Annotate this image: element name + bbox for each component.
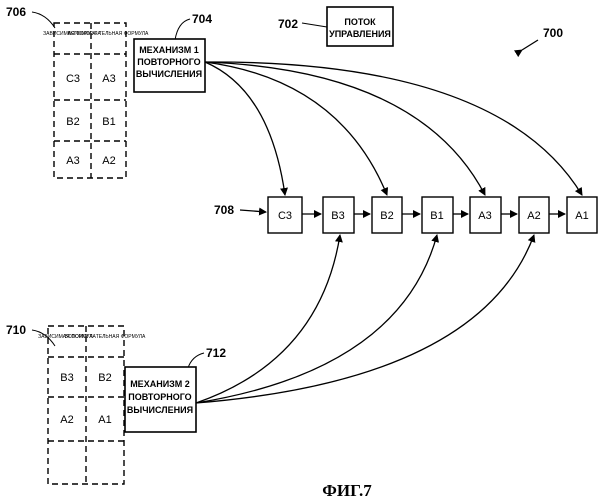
figure-ref-label: 700 [543,26,563,40]
engine2-arrows [196,235,534,403]
chain-node-label: B1 [430,210,443,222]
chain-ref: 708 [214,203,234,217]
control-flow-leader [302,23,327,27]
chain-ref-arrow [240,210,266,212]
engine2-ref: 712 [206,346,226,360]
chain-node-label: B2 [380,210,393,222]
table2-cell-r2c2: A1 [98,414,111,426]
chain-node-a1: A1 [567,197,597,233]
engine1-ref: 704 [192,12,212,26]
engine1-arrows [205,62,582,195]
chain-node-b3: B3 [323,197,354,233]
chain-node-label: C3 [278,210,292,222]
table1-cell-r3c1: A3 [66,155,79,167]
table2-header-auxiliary: ВСПОМОГА- ТЕЛЬНАЯ ФОРМУЛА [65,334,146,340]
chain-node-label: B3 [331,210,344,222]
chain-node-c3: C3 [268,197,302,233]
chain-node-a2: A2 [519,197,549,233]
table1-header-auxiliary: ВСПОМОГА- ТЕЛЬНАЯ ФОРМУЛА [68,31,149,37]
table1-cell-r1c1: C3 [66,73,80,85]
engine2-line-3: ВЫЧИСЛЕНИЯ [127,405,193,415]
engine2-line-1: МЕХАНИЗМ 2 [130,379,190,389]
table2-cell-r2c1: A2 [60,414,73,426]
table1-leader [32,12,55,28]
table2-cell-r1c1: B3 [60,372,73,384]
engine1-line-3: ВЫЧИСЛЕНИЯ [136,69,202,79]
figure-ref-arrow [522,40,538,50]
chain-node-label: A3 [478,210,491,222]
table2-cell-r1c2: B2 [98,372,111,384]
figure-caption: ФИГ.7 [322,481,372,500]
table2-ref: 710 [6,323,26,337]
chain-node-b2: B2 [372,197,402,233]
table2 [48,326,124,484]
engine1-leader [175,19,190,40]
table1-ref: 706 [6,5,26,19]
chain-node-b1: B1 [422,197,453,233]
table1-cell-r1c2: A3 [102,73,115,85]
chain-node-label: A2 [527,210,540,222]
control-flow-ref: 702 [278,17,298,31]
engine2-leader [188,353,204,368]
table1-cell-r3c2: A2 [102,155,115,167]
engine1-line-2: ПОВТОРНОГО [137,57,200,67]
control-flow-line-2: УПРАВЛЕНИЯ [329,29,391,39]
table1-cell-r2c1: B2 [66,116,79,128]
control-flow-line-1: ПОТОК [344,17,376,27]
engine2-line-2: ПОВТОРНОГО [128,392,191,402]
engine1-line-1: МЕХАНИЗМ 1 [139,45,199,55]
chain-node-label: A1 [575,210,588,222]
table1-cell-r2c2: B1 [102,116,115,128]
chain-node-a3: A3 [470,197,501,233]
